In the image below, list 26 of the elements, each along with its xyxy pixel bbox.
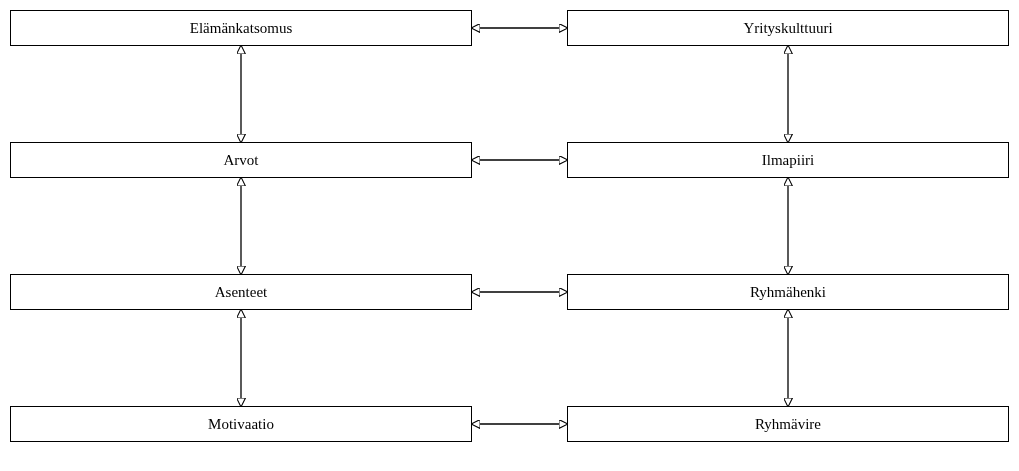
double-arrow	[470, 418, 569, 430]
concept-box	[10, 406, 472, 442]
double-arrow	[470, 286, 569, 298]
concept-box	[10, 10, 472, 46]
concept-box	[567, 406, 1009, 442]
box-label: Ryhmävire	[754, 415, 822, 433]
box-label: Ilmapiiri	[761, 151, 815, 169]
concept-box	[567, 10, 1009, 46]
double-arrow	[782, 308, 794, 408]
double-arrow	[235, 176, 247, 276]
box-label: Arvot	[223, 151, 259, 169]
double-arrow	[470, 22, 569, 34]
concept-box	[10, 274, 472, 310]
double-arrow	[470, 154, 569, 166]
box-label: Yrityskulttuuri	[743, 19, 833, 37]
concept-box	[567, 142, 1009, 178]
box-label: Asenteet	[214, 283, 268, 301]
box-label: Motivaatio	[208, 415, 274, 433]
concept-box	[567, 274, 1009, 310]
double-arrow	[782, 44, 794, 144]
double-arrow	[235, 44, 247, 144]
double-arrow	[782, 176, 794, 276]
concept-box	[10, 142, 472, 178]
box-label: Elämänkatsomus	[189, 19, 293, 37]
box-label: Ryhmähenki	[749, 283, 827, 301]
double-arrow	[235, 308, 247, 408]
